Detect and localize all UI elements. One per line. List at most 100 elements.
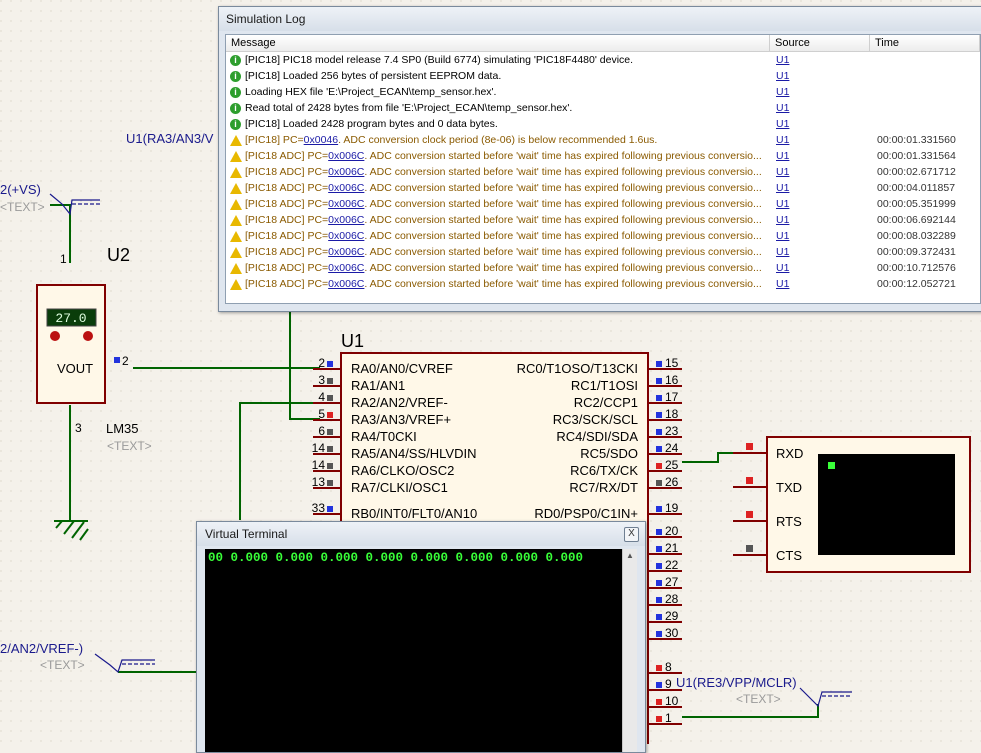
- net-label-vs[interactable]: 2(+VS): [0, 182, 41, 197]
- pin-number: 9: [665, 677, 672, 691]
- log-message: [PIC18] Loaded 256 bytes of persistent E…: [245, 70, 502, 82]
- pin-state-icon: [656, 429, 662, 435]
- terminal-output: 00 0.000 0.000 0.000 0.000 0.000 0.000 0…: [208, 551, 584, 565]
- log-row[interactable]: [PIC18 ADC] PC=0x006C. ADC conversion st…: [226, 164, 980, 180]
- pin-number: 17: [665, 390, 679, 404]
- simulation-log-title: Simulation Log: [219, 7, 981, 31]
- virtual-terminal-window[interactable]: Virtual Terminal X 00 0.000 0.000 0.000 …: [196, 521, 646, 753]
- pin-number: 28: [665, 592, 679, 606]
- virtual-terminal-title: Virtual Terminal: [205, 527, 288, 541]
- log-row[interactable]: [PIC18 ADC] PC=0x006C. ADC conversion st…: [226, 180, 980, 196]
- decrement-icon[interactable]: [50, 331, 60, 341]
- column-header-message[interactable]: Message: [226, 35, 770, 51]
- pin-state-icon: [656, 597, 662, 603]
- log-time: 00:00:05.351999: [877, 198, 956, 210]
- pin-state-icon: [656, 614, 662, 620]
- u2-pin2-number: 2: [122, 354, 129, 368]
- log-source-link[interactable]: U1: [776, 198, 790, 210]
- log-row[interactable]: [PIC18 ADC] PC=0x006C. ADC conversion st…: [226, 276, 980, 292]
- log-message: [PIC18 ADC] PC=0x006C. ADC conversion st…: [245, 166, 762, 178]
- pin-number: 4: [318, 390, 325, 404]
- column-header-time[interactable]: Time: [870, 35, 980, 51]
- increment-icon[interactable]: [83, 331, 93, 341]
- simulation-log-list[interactable]: Message Source Time i [PIC18] PIC18 model…: [225, 34, 981, 304]
- pin-number: 29: [665, 609, 679, 623]
- log-source-link[interactable]: U1: [776, 262, 790, 274]
- log-row[interactable]: [PIC18] PC=0x0046. ADC conversion clock …: [226, 132, 980, 148]
- vertical-scrollbar[interactable]: ▲: [622, 549, 637, 752]
- pc-address-link[interactable]: 0x006C: [328, 214, 365, 226]
- log-row[interactable]: [PIC18 ADC] PC=0x006C. ADC conversion st…: [226, 228, 980, 244]
- pin-label: RC2/CCP1: [574, 395, 638, 410]
- pin-number: 15: [665, 356, 679, 370]
- log-row[interactable]: [PIC18 ADC] PC=0x006C. ADC conversion st…: [226, 244, 980, 260]
- log-time: 00:00:12.052721: [877, 278, 956, 290]
- net-label-ra3[interactable]: U1(RA3/AN3/V: [126, 131, 214, 146]
- log-source-link[interactable]: U1: [776, 134, 790, 146]
- pc-address-link[interactable]: 0x006C: [328, 246, 365, 258]
- log-source-link[interactable]: U1: [776, 246, 790, 258]
- pin-number: 8: [665, 660, 672, 674]
- close-button[interactable]: X: [624, 527, 639, 542]
- log-row[interactable]: i[PIC18] Loaded 256 bytes of persistent …: [226, 68, 980, 84]
- pin-number: 14: [312, 441, 326, 455]
- log-source-link[interactable]: U1: [776, 214, 790, 226]
- scroll-up-icon[interactable]: ▲: [626, 551, 634, 560]
- pin-state-icon: [656, 580, 662, 586]
- log-source-link[interactable]: U1: [776, 118, 790, 130]
- pc-address-link[interactable]: 0x006C: [328, 278, 365, 290]
- log-source-link[interactable]: U1: [776, 182, 790, 194]
- simulation-log-window[interactable]: Simulation Log Message Source Time i[PIC…: [218, 6, 981, 312]
- u2-pin3-number: 3: [75, 421, 82, 435]
- pc-address-link[interactable]: 0x006C: [328, 150, 365, 162]
- pin-state-icon: [327, 429, 333, 435]
- text-placeholder: <TEXT>: [0, 200, 45, 214]
- log-source-link[interactable]: U1: [776, 102, 790, 114]
- pc-address-link[interactable]: 0x0046: [303, 134, 339, 146]
- pin-state-icon: [327, 361, 333, 367]
- pin-state-icon: [656, 361, 662, 367]
- column-header-source[interactable]: Source: [770, 35, 870, 51]
- log-row[interactable]: i[PIC18] Loaded 2428 program bytes and 0…: [226, 116, 980, 132]
- pin-number: 1: [665, 711, 672, 725]
- pin-state-icon: [656, 378, 662, 384]
- terminal-screen[interactable]: 00 0.000 0.000 0.000 0.000 0.000 0.000 0…: [205, 549, 637, 752]
- log-message: [PIC18] PIC18 model release 7.4 SP0 (Bui…: [245, 54, 634, 66]
- log-source-link[interactable]: U1: [776, 86, 790, 98]
- log-row[interactable]: [PIC18 ADC] PC=0x006C. ADC conversion st…: [226, 148, 980, 164]
- ground-icon: [54, 520, 89, 541]
- log-row[interactable]: [PIC18 ADC] PC=0x006C. ADC conversion st…: [226, 260, 980, 276]
- lm35-component[interactable]: U2 27.0 VOUT 1 2 3 LM35 <TEXT>: [36, 245, 152, 453]
- text-placeholder: <TEXT>: [736, 692, 781, 706]
- pc-address-link[interactable]: 0x006C: [328, 262, 365, 274]
- pin-state-icon: [746, 477, 753, 484]
- warning-icon: [230, 262, 242, 274]
- info-icon: i: [230, 54, 241, 66]
- pin-label: RD0/PSP0/C1IN+: [534, 506, 638, 521]
- pc-address-link[interactable]: 0x006C: [328, 166, 365, 178]
- log-source-link[interactable]: U1: [776, 70, 790, 82]
- net-label-mclr[interactable]: U1(RE3/VPP/MCLR): [676, 675, 797, 690]
- log-source-link[interactable]: U1: [776, 54, 790, 66]
- pin-number: 18: [665, 407, 679, 421]
- pin-state-icon: [327, 395, 333, 401]
- pc-address-link[interactable]: 0x006C: [328, 198, 365, 210]
- net-label-ra2[interactable]: 2/AN2/VREF-): [0, 641, 83, 656]
- log-source-link[interactable]: U1: [776, 150, 790, 162]
- log-row[interactable]: [PIC18 ADC] PC=0x006C. ADC conversion st…: [226, 196, 980, 212]
- log-row[interactable]: i [PIC18] PIC18 model release 7.4 SP0 (Bu…: [226, 52, 980, 68]
- log-source-link[interactable]: U1: [776, 166, 790, 178]
- pc-address-link[interactable]: 0x006C: [328, 182, 365, 194]
- terminal-pin-label: RXD: [776, 446, 803, 461]
- log-row[interactable]: [PIC18 ADC] PC=0x006C. ADC conversion st…: [226, 212, 980, 228]
- warning-icon: [230, 246, 242, 258]
- pc-address-link[interactable]: 0x006C: [328, 230, 365, 242]
- pin-label: RA1/AN1: [351, 378, 405, 393]
- log-source-link[interactable]: U1: [776, 278, 790, 290]
- log-source-link[interactable]: U1: [776, 230, 790, 242]
- pin-state-icon: [656, 480, 662, 486]
- log-message: [PIC18 ADC] PC=0x006C. ADC conversion st…: [245, 230, 762, 242]
